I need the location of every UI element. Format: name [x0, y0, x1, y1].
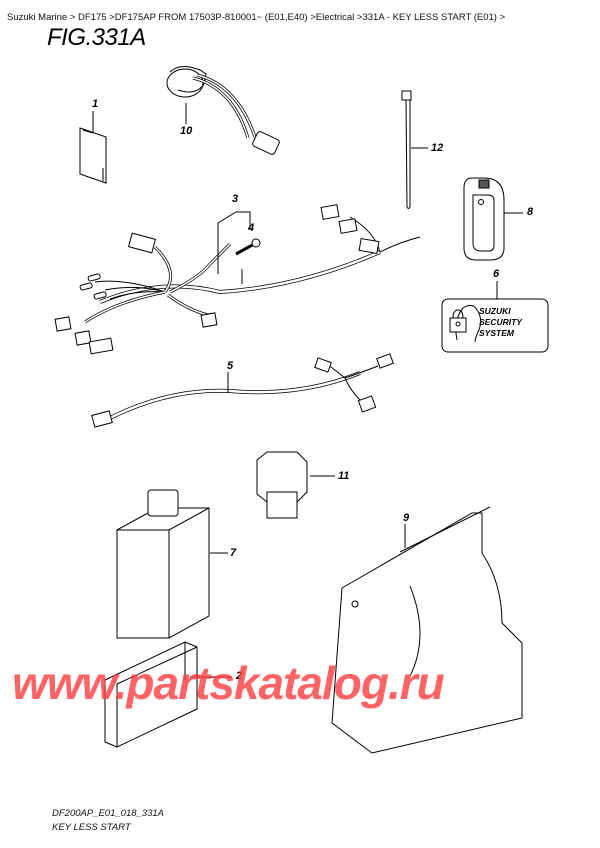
- callout-9[interactable]: 9: [403, 512, 410, 524]
- figure-code: DF200AP_E01_018_331A: [52, 808, 164, 819]
- part-4-bolt[interactable]: [235, 238, 261, 256]
- part-1-card[interactable]: [79, 111, 107, 184]
- part-3-wiring-harness[interactable]: [54, 204, 421, 355]
- callout-2[interactable]: 2: [236, 670, 243, 682]
- figure-title: FIG.331A: [47, 24, 146, 51]
- callout-10[interactable]: 10: [180, 125, 193, 137]
- security-label-text: SUZUKI SECURITY SYSTEM: [479, 306, 522, 339]
- figure-caption: KEY LESS START: [52, 822, 131, 833]
- callout-3[interactable]: 3: [232, 193, 239, 205]
- part-10-antenna-coil[interactable]: [166, 66, 280, 155]
- part-8-key-fob[interactable]: [463, 177, 523, 261]
- callout-12[interactable]: 12: [431, 142, 444, 154]
- part-12-cable-tie[interactable]: [401, 90, 428, 209]
- part-5-sub-harness[interactable]: [91, 353, 394, 428]
- security-label-line-3: SYSTEM: [479, 328, 514, 338]
- callout-5[interactable]: 5: [227, 360, 234, 372]
- watermark: www.partskatalog.ru: [12, 657, 445, 709]
- part-7-control-unit[interactable]: [116, 489, 228, 639]
- callout-1[interactable]: 1: [92, 98, 99, 110]
- callout-7[interactable]: 7: [230, 547, 237, 559]
- callout-6[interactable]: 6: [493, 268, 500, 280]
- breadcrumb[interactable]: Suzuki Marine > DF175 >DF175AP FROM 1750…: [7, 12, 506, 23]
- callout-4[interactable]: 4: [248, 222, 255, 234]
- part-9-bracket-cover[interactable]: [331, 506, 523, 754]
- callout-11[interactable]: 11: [338, 470, 350, 482]
- part-2-case[interactable]: [104, 641, 232, 748]
- security-label-line-1: SUZUKI: [479, 306, 511, 316]
- part-11-relay[interactable]: [256, 451, 335, 519]
- callout-8[interactable]: 8: [527, 206, 534, 218]
- part-6-security-label[interactable]: [441, 281, 549, 353]
- security-label-line-2: SECURITY: [479, 317, 522, 327]
